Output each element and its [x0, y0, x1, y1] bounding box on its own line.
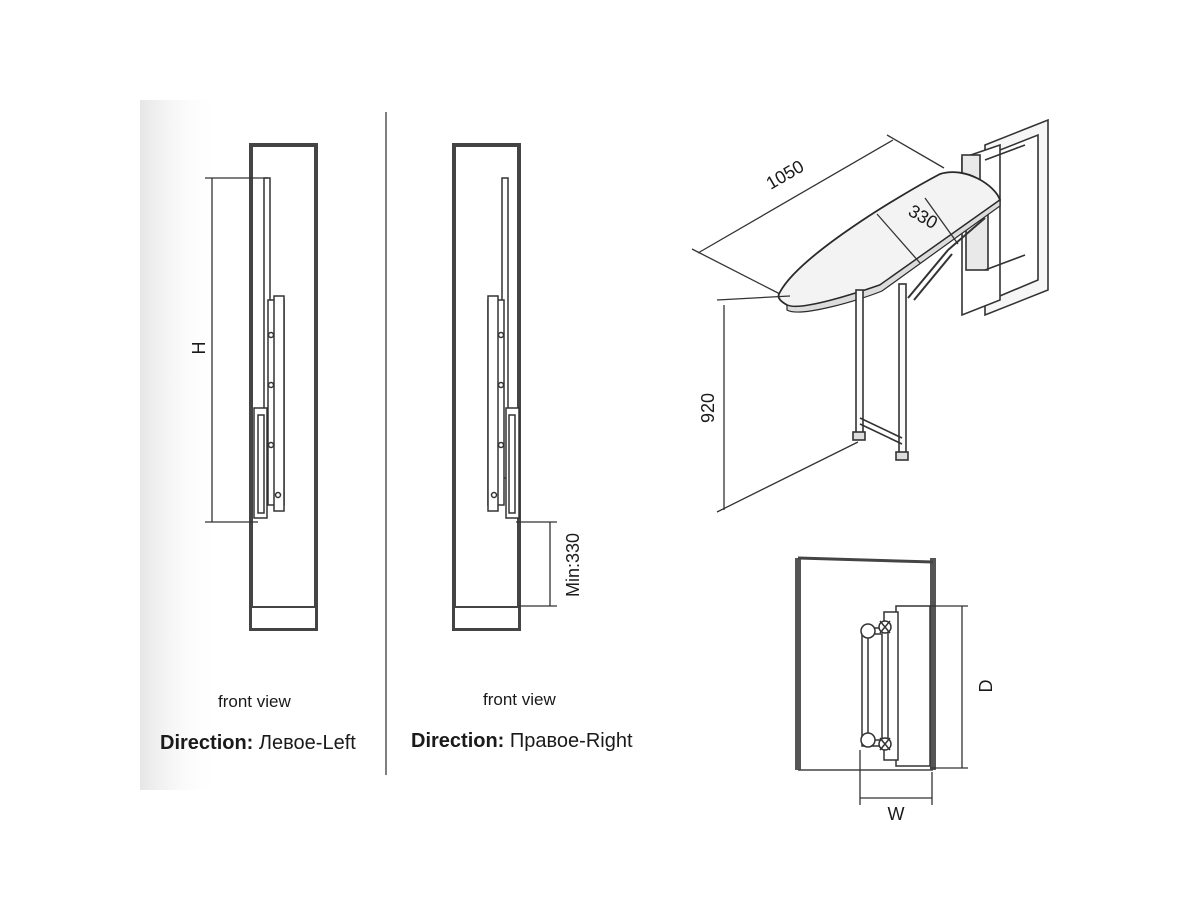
top-view-back-panel	[797, 556, 934, 564]
right-mechanism	[487, 177, 520, 519]
right-front-view: Min:330	[452, 143, 583, 631]
right-direction-label: Direction:	[411, 730, 505, 752]
width-dimension	[876, 197, 959, 264]
board-top	[777, 171, 1002, 308]
right-cabinet	[452, 143, 521, 631]
right-direction-caption: Direction: Правое-Right	[411, 730, 633, 753]
right-view-caption: front view	[483, 690, 556, 709]
ironing-board-view: 1050 330 920	[691, 118, 1049, 513]
left-mechanism	[253, 177, 285, 519]
height-dimension	[716, 295, 859, 513]
min-clearance-dimension	[516, 521, 557, 607]
length-dimension	[691, 134, 945, 295]
left-direction-value: Левое-Left	[258, 732, 356, 754]
right-direction-value: Правое-Right	[509, 730, 633, 752]
height-label-920: 920	[698, 393, 718, 423]
left-direction-label: Direction:	[160, 732, 254, 754]
left-front-view: H	[189, 143, 318, 631]
left-direction-caption: Direction: Левое-Left	[160, 732, 356, 755]
right-cabinet-plinth	[453, 606, 520, 630]
width-dimension-w	[859, 750, 933, 805]
length-label: 1050	[763, 156, 808, 193]
top-view-mechanism	[860, 605, 931, 767]
left-cabinet-plinth	[250, 606, 317, 630]
min-clearance-label: Min:330	[563, 533, 583, 597]
board-legs	[852, 283, 909, 461]
support-arm	[907, 217, 986, 301]
depth-dimension	[930, 605, 968, 769]
height-label-h: H	[189, 342, 209, 355]
depth-label-d: D	[976, 680, 996, 693]
top-view-cabinet	[795, 558, 936, 770]
board-edge	[786, 198, 1001, 313]
left-view-caption: front view	[218, 692, 291, 711]
width-label-w: W	[888, 804, 905, 824]
top-view: D W	[795, 556, 996, 824]
left-height-dimension	[205, 177, 268, 523]
scan-shade	[140, 100, 220, 790]
